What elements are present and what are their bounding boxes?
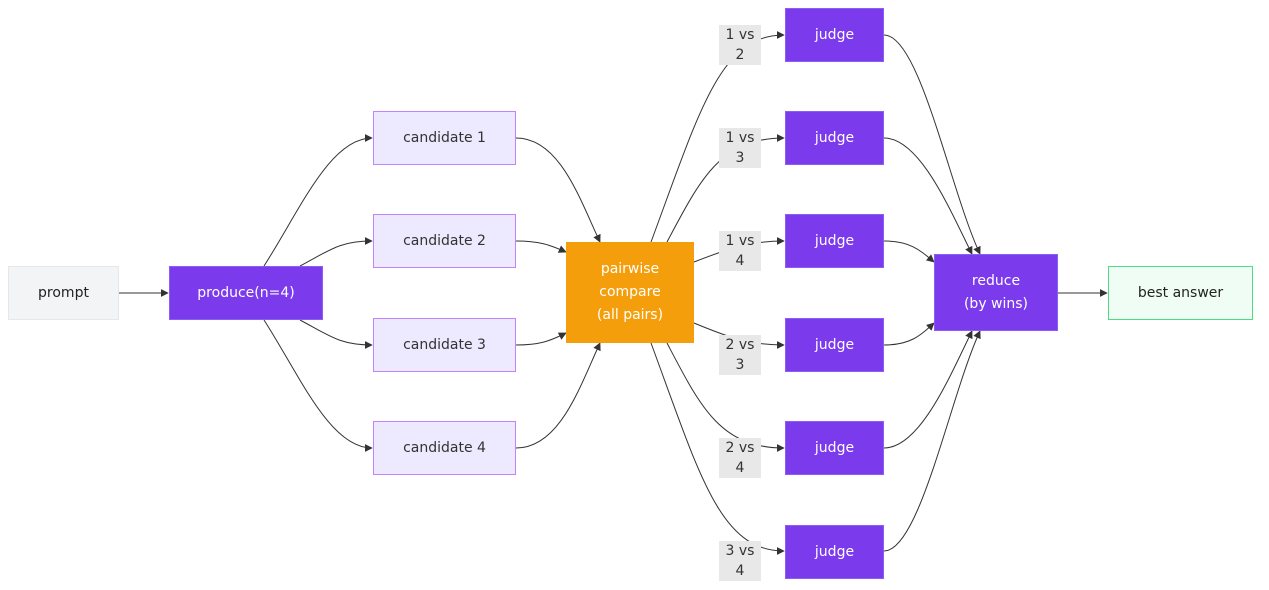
edge-label-2v3: 2 vs 3 [719, 335, 761, 375]
node-reduce-label: reduce (by wins) [963, 272, 1029, 312]
node-judge-2: judge [785, 111, 884, 165]
edge-pairwise-judge5 [666, 342, 785, 452]
edge-produce-cand3 [299, 319, 373, 349]
node-reduce: reduce (by wins) [934, 254, 1058, 331]
node-pairwise-label: pairwise compare (all pairs) [596, 261, 664, 323]
edge-produce-cand2 [299, 237, 373, 267]
node-candidate-3: candidate 3 [373, 318, 516, 372]
judge-label: judge [814, 439, 855, 456]
candidate-label: candidate 1 [403, 129, 486, 146]
node-judge-1: judge [785, 8, 884, 62]
judge-label: judge [814, 543, 855, 560]
candidate-label: candidate 3 [403, 336, 486, 353]
node-prompt-label: prompt [38, 284, 89, 301]
edge-judge2-reduce [883, 137, 973, 255]
edge-judge6-reduce [883, 330, 981, 552]
edge-cand3-pairwise [515, 332, 567, 346]
judge-label: judge [814, 336, 855, 353]
node-candidate-2: candidate 2 [373, 214, 516, 268]
edge-judge4-reduce [883, 322, 935, 346]
node-best-label: best answer [1137, 284, 1224, 301]
candidate-label: candidate 4 [403, 439, 486, 456]
edge-label-3v4: 3 vs 4 [719, 541, 761, 581]
edge-cand1-pairwise [515, 137, 601, 243]
edge-pairwise-judge2 [666, 134, 785, 243]
edge-cand4-pairwise [515, 342, 601, 449]
node-judge-3: judge [785, 214, 884, 268]
edge-produce-cand4 [263, 319, 373, 452]
candidate-label: candidate 2 [403, 232, 486, 249]
edge-label-2v4: 2 vs 4 [719, 438, 761, 478]
node-candidate-4: candidate 4 [373, 421, 516, 475]
edge-label-1v2: 1 vs 2 [719, 25, 761, 65]
edge-label-1v4: 1 vs 4 [719, 231, 761, 271]
node-candidate-1: candidate 1 [373, 111, 516, 165]
edge-pairwise-judge6 [650, 342, 785, 555]
edge-cand2-pairwise [515, 240, 567, 253]
node-judge-4: judge [785, 318, 884, 372]
node-produce-label: produce(n=4) [197, 284, 295, 301]
judge-label: judge [814, 129, 855, 146]
node-judge-6: judge [785, 525, 884, 579]
edge-label-1v3: 1 vs 3 [719, 128, 761, 168]
node-prompt: prompt [8, 266, 119, 320]
judge-label: judge [814, 232, 855, 249]
edge-judge5-reduce [883, 330, 973, 449]
edge-produce-cand1 [263, 134, 373, 267]
edge-judge1-reduce [883, 34, 981, 255]
node-pairwise-compare: pairwise compare (all pairs) [566, 242, 694, 343]
node-best-answer: best answer [1108, 266, 1253, 320]
edge-judge3-reduce [883, 240, 935, 263]
node-judge-5: judge [785, 421, 884, 475]
edge-pairwise-judge1 [650, 31, 785, 243]
node-produce: produce(n=4) [169, 266, 323, 320]
judge-label: judge [814, 26, 855, 43]
